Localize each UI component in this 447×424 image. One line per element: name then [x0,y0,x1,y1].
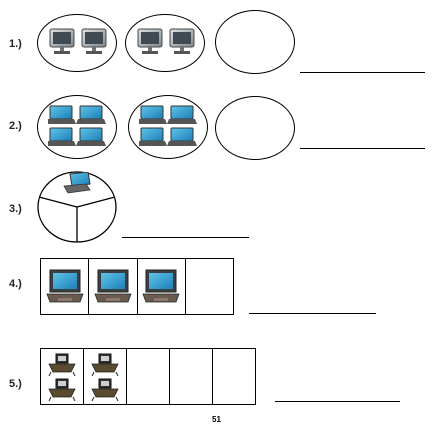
question-1-label: 1.) [9,38,22,50]
group-circle-1a [37,14,117,72]
group-circle-1b [125,14,205,72]
laptop-icon [46,269,84,302]
divided-circle [37,171,117,243]
box-row-5 [40,348,256,405]
laptop-icon [94,269,132,302]
answer-line-2[interactable] [300,148,425,149]
box-cell [138,259,186,314]
computer-desk-icon [91,378,119,402]
laptop-icon [63,172,91,194]
computer-desk-icon [48,353,76,376]
question-3-label: 3.) [9,203,22,215]
laptop-group-icon [139,105,197,146]
group-circle-2c-empty [215,96,295,160]
answer-line-5[interactable] [275,401,400,402]
desktop-computer-icon [169,28,195,54]
box-cell [84,349,127,404]
answer-line-1[interactable] [300,72,425,73]
box-row-4 [40,258,234,315]
page-number: 51 [212,415,221,424]
desktop-computer-icon [81,28,107,54]
answer-line-3[interactable] [122,237,249,238]
question-5-label: 5.) [9,378,22,390]
box-cell [41,349,84,404]
box-cell-empty [213,349,255,404]
box-cell-empty [127,349,170,404]
group-circle-2b [128,95,208,159]
question-2-label: 2.) [9,120,22,132]
laptop-group-icon [48,105,106,146]
answer-line-4[interactable] [249,313,376,314]
box-cell-empty [186,259,233,314]
group-circle-1c-empty [215,10,295,74]
computer-desk-icon [91,353,119,376]
question-4-label: 4.) [9,278,22,290]
desktop-computer-icon [49,28,75,54]
box-cell [89,259,138,314]
box-cell-empty [170,349,213,404]
laptop-icon [142,269,180,302]
desktop-computer-icon [137,28,163,54]
box-cell [41,259,90,314]
group-circle-2a [37,95,117,159]
computer-desk-icon [48,378,76,402]
